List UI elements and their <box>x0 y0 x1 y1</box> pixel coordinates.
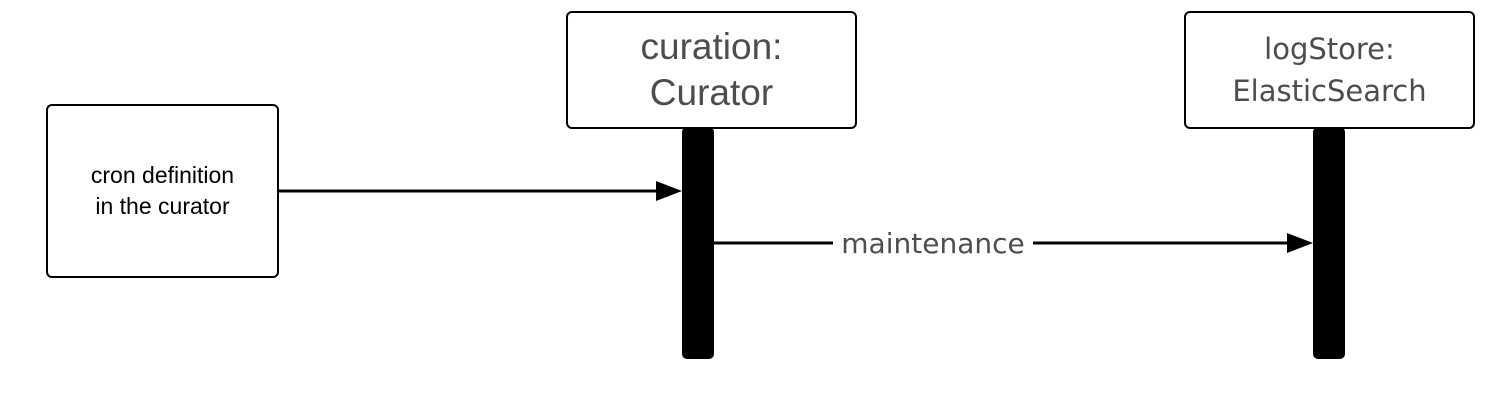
logstore-label-line1: logStore: <box>1264 32 1395 66</box>
maintenance-arrow-head <box>1287 233 1313 253</box>
trigger-label-line2: in the curator <box>95 193 230 219</box>
curator-participant-box: curation: Curator <box>566 11 857 129</box>
curator-label-line2: Curator <box>649 72 774 113</box>
logstore-activation-bar <box>1313 127 1345 359</box>
cron-trigger-box: cron definition in the curator <box>46 104 279 278</box>
trigger-arrow-head <box>656 181 682 201</box>
trigger-label-line1: cron definition <box>90 162 235 188</box>
logstore-label-line2: ElasticSearch <box>1232 74 1427 108</box>
logstore-participant-box: logStore: ElasticSearch <box>1184 11 1475 129</box>
curator-label-line1: curation: <box>640 26 783 67</box>
curator-activation-bar <box>682 127 714 359</box>
maintenance-message-label: maintenance <box>833 224 1033 264</box>
